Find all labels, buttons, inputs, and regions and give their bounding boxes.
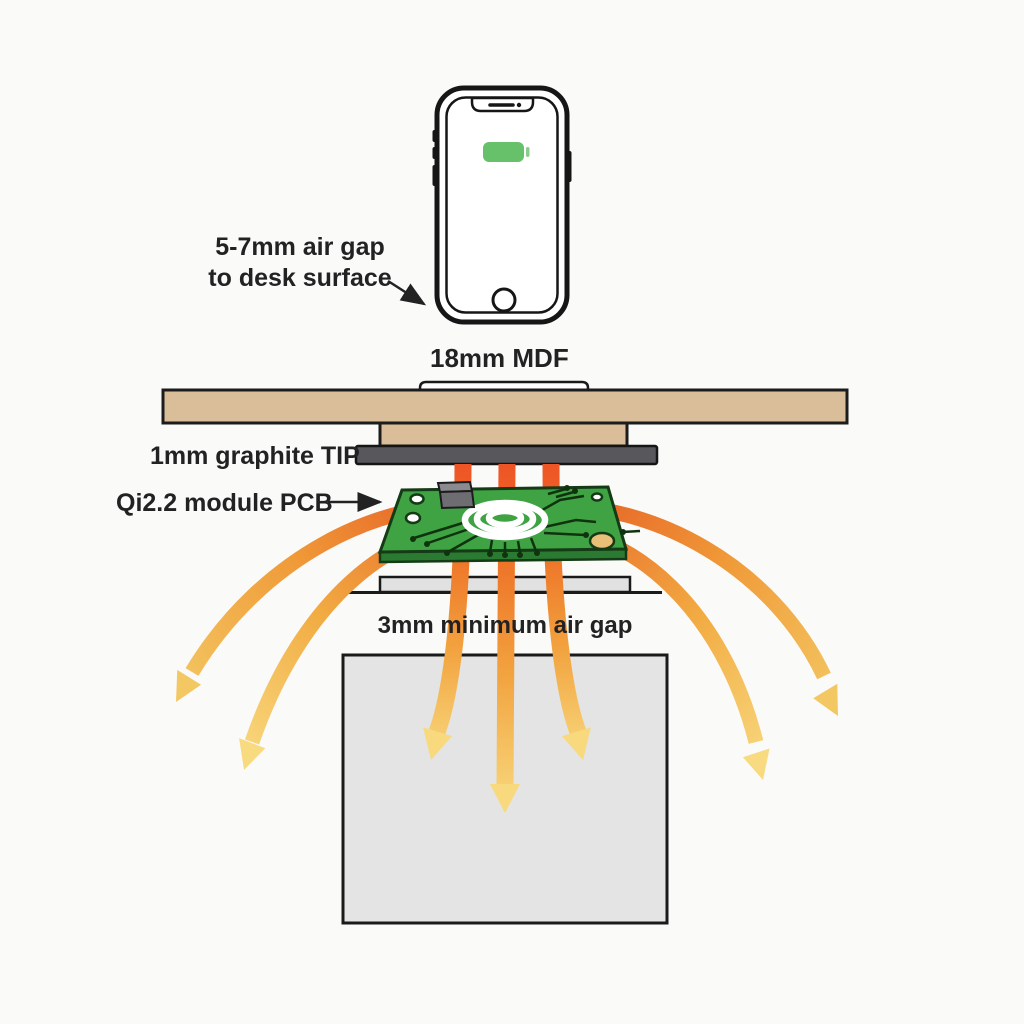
pcb-traces — [413, 487, 641, 554]
pcb-gold-pad — [588, 531, 616, 551]
mdf-label: 18mm MDF — [430, 343, 569, 373]
notch-camera-icon — [516, 102, 522, 108]
phone-side-buttons — [432, 130, 572, 186]
phone-air-gap-line1: 5-7mm air gap — [215, 233, 385, 261]
pcb-mounting-holes — [404, 492, 604, 525]
graphite-label: 1mm graphite TIP — [150, 442, 360, 470]
phone-screen — [445, 96, 559, 314]
coil-icon — [461, 499, 549, 541]
pcb-trace-pads — [410, 485, 626, 558]
smartphone — [432, 85, 572, 325]
home-button-icon — [491, 287, 517, 313]
phone-air-gap-line2: to desk surface — [208, 264, 392, 292]
pcb-board — [377, 480, 641, 564]
desk-surface-board — [161, 388, 849, 425]
battery-icon — [483, 142, 524, 162]
phone-air-gap-label: 5-7mm air gap to desk surface — [200, 232, 400, 294]
phone-label-arrow — [387, 279, 427, 306]
bottom-air-gap-label: 3mm minimum air gap — [377, 612, 633, 639]
pcb-label: Qi2.2 module PCB — [116, 489, 333, 517]
graphite-tip-layer — [354, 444, 659, 466]
chip-icon — [436, 480, 476, 510]
battery-terminal — [526, 147, 530, 157]
